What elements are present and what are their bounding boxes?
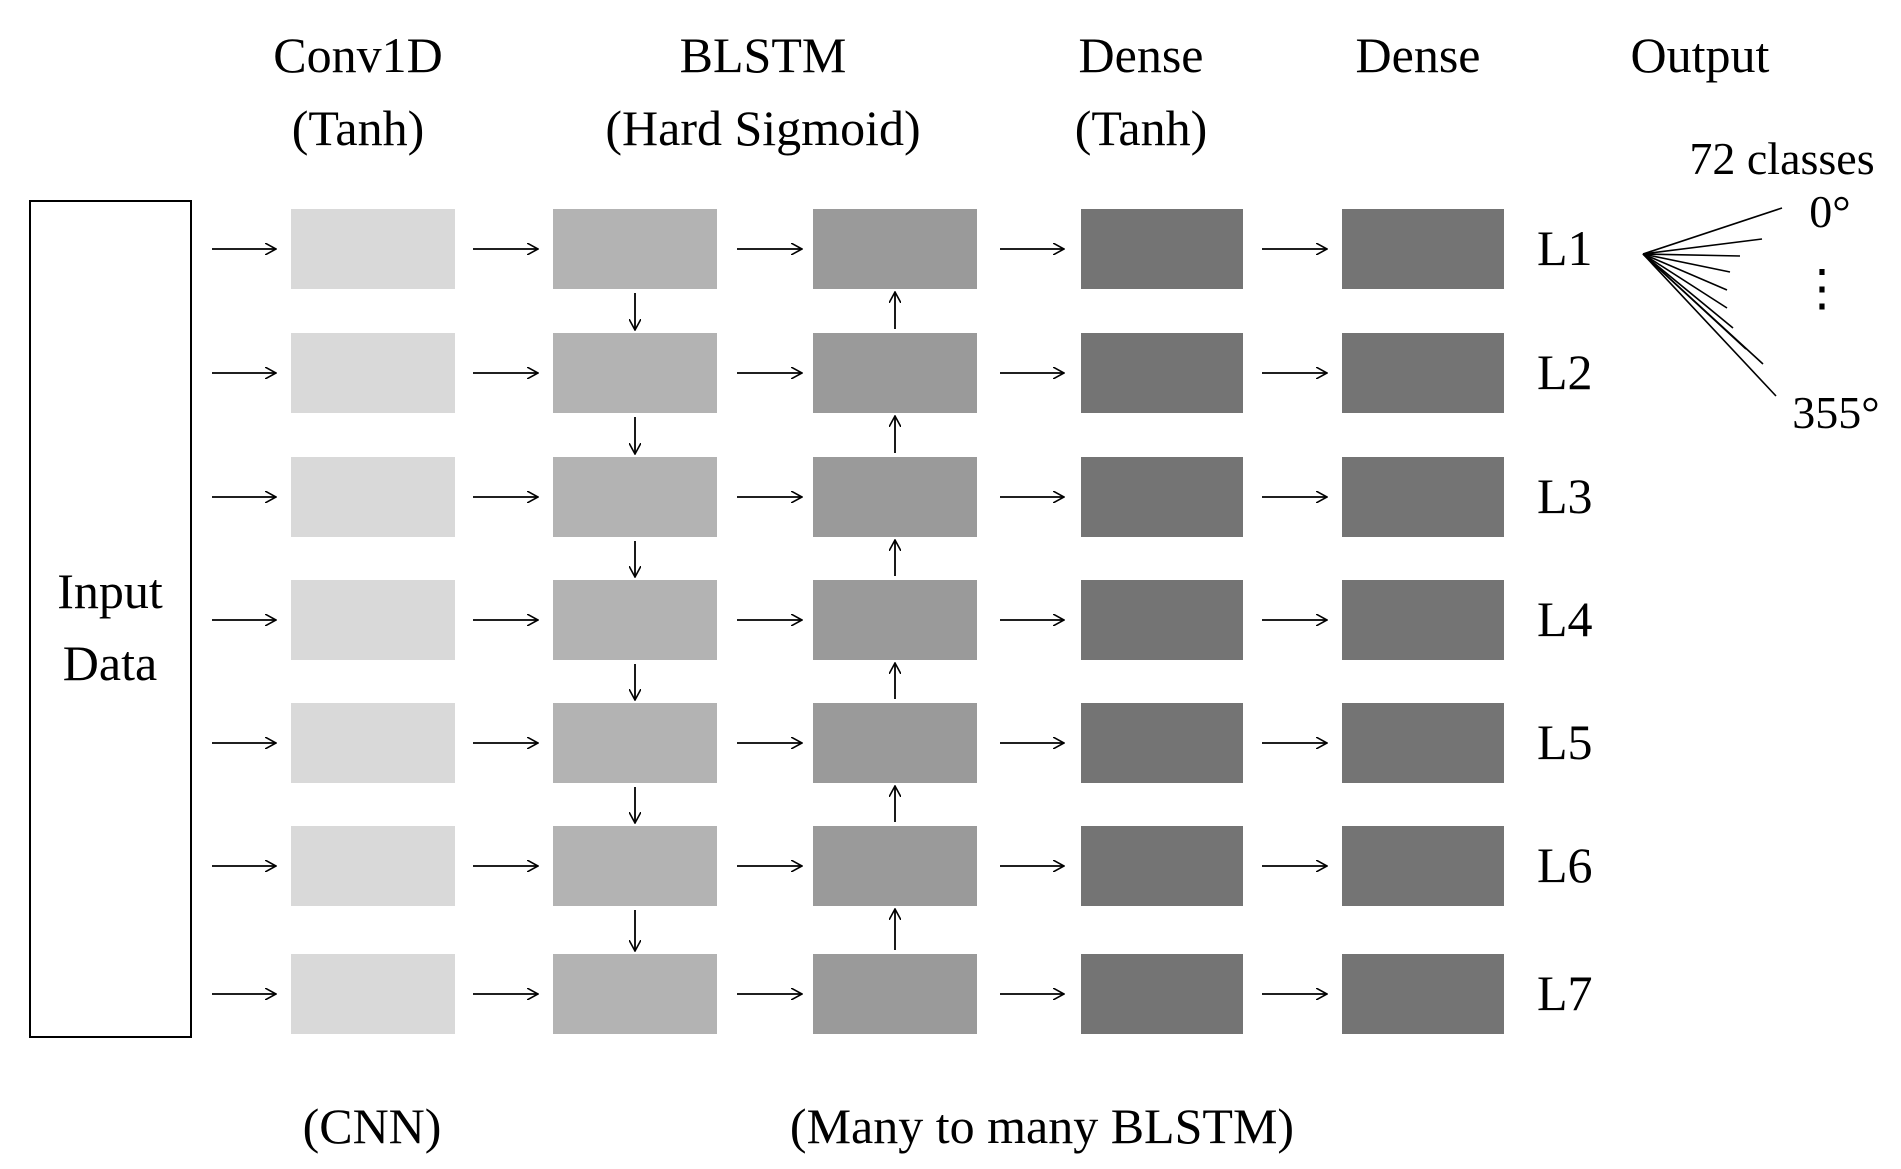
dense-2-cell xyxy=(1342,580,1504,660)
output-classes-label: 72 classes xyxy=(1689,133,1874,184)
header-dense-1-activation: (Tanh) xyxy=(1075,100,1208,156)
output-class-line xyxy=(1642,253,1734,329)
output-class-line xyxy=(1642,253,1764,365)
dense-1-cell xyxy=(1081,580,1243,660)
input-data-label-line2: Data xyxy=(63,635,157,691)
row-label-l7: L7 xyxy=(1537,965,1593,1021)
output-last-class-label: 355° xyxy=(1792,387,1879,438)
row-label-l1: L1 xyxy=(1537,220,1593,276)
blstm-backward-cell xyxy=(813,703,977,783)
dense-2-cell xyxy=(1342,457,1504,537)
conv1d-cell xyxy=(291,580,455,660)
dense-2-cell xyxy=(1342,333,1504,413)
dense-1-cell xyxy=(1081,333,1243,413)
header-conv1d: Conv1D xyxy=(273,27,442,83)
conv1d-cell xyxy=(291,209,455,289)
blstm-backward-cell xyxy=(813,333,977,413)
blstm-forward-cell xyxy=(553,333,717,413)
footer-blstm: (Many to many BLSTM) xyxy=(790,1098,1294,1154)
blstm-forward-cell xyxy=(553,457,717,537)
blstm-forward-cell xyxy=(553,826,717,906)
conv1d-cell xyxy=(291,703,455,783)
dense-1-cell xyxy=(1081,457,1243,537)
row-label-l6: L6 xyxy=(1537,837,1593,893)
conv1d-cell xyxy=(291,954,455,1034)
conv1d-cell xyxy=(291,333,455,413)
conv1d-cell xyxy=(291,457,455,537)
output-ellipsis: ⋮ xyxy=(1797,260,1847,316)
blstm-forward-cell xyxy=(553,209,717,289)
blstm-backward-cell xyxy=(813,580,977,660)
header-blstm-activation: (Hard Sigmoid) xyxy=(605,100,920,156)
output-fan xyxy=(1642,207,1783,397)
blstm-backward-cell xyxy=(813,209,977,289)
conv1d-cell xyxy=(291,826,455,906)
dense-1-cell xyxy=(1081,954,1243,1034)
row-label-l2: L2 xyxy=(1537,344,1593,400)
blstm-forward-cell xyxy=(553,954,717,1034)
dense-1-cell xyxy=(1081,703,1243,783)
output-class-line xyxy=(1642,207,1783,255)
dense-1-cell xyxy=(1081,826,1243,906)
header-blstm: BLSTM xyxy=(680,27,847,83)
output-first-class-label: 0° xyxy=(1809,186,1850,237)
footer-cnn: (CNN) xyxy=(303,1098,442,1154)
output-class-line xyxy=(1642,238,1763,255)
blstm-backward-cell xyxy=(813,826,977,906)
dense-2-cell xyxy=(1342,954,1504,1034)
header-dense-1: Dense xyxy=(1079,27,1204,83)
output-class-line xyxy=(1642,253,1777,397)
row-label-l4: L4 xyxy=(1537,591,1593,647)
dense-2-cell xyxy=(1342,703,1504,783)
input-data-box xyxy=(29,200,192,1038)
blstm-backward-cell xyxy=(813,457,977,537)
header-conv1d-activation: (Tanh) xyxy=(292,100,425,156)
dense-2-cell xyxy=(1342,209,1504,289)
output-class-line xyxy=(1642,253,1728,291)
input-data-label-line1: Input xyxy=(57,563,163,619)
output-class-line xyxy=(1642,253,1741,257)
output-class-line xyxy=(1642,253,1728,309)
dense-1-cell xyxy=(1081,209,1243,289)
header-dense-2: Dense xyxy=(1356,27,1481,83)
blstm-forward-cell xyxy=(553,703,717,783)
dense-2-cell xyxy=(1342,826,1504,906)
row-label-l5: L5 xyxy=(1537,714,1593,770)
header-output: Output xyxy=(1631,27,1770,83)
blstm-forward-cell xyxy=(553,580,717,660)
row-label-l3: L3 xyxy=(1537,468,1593,524)
output-class-line xyxy=(1642,253,1731,273)
blstm-backward-cell xyxy=(813,954,977,1034)
